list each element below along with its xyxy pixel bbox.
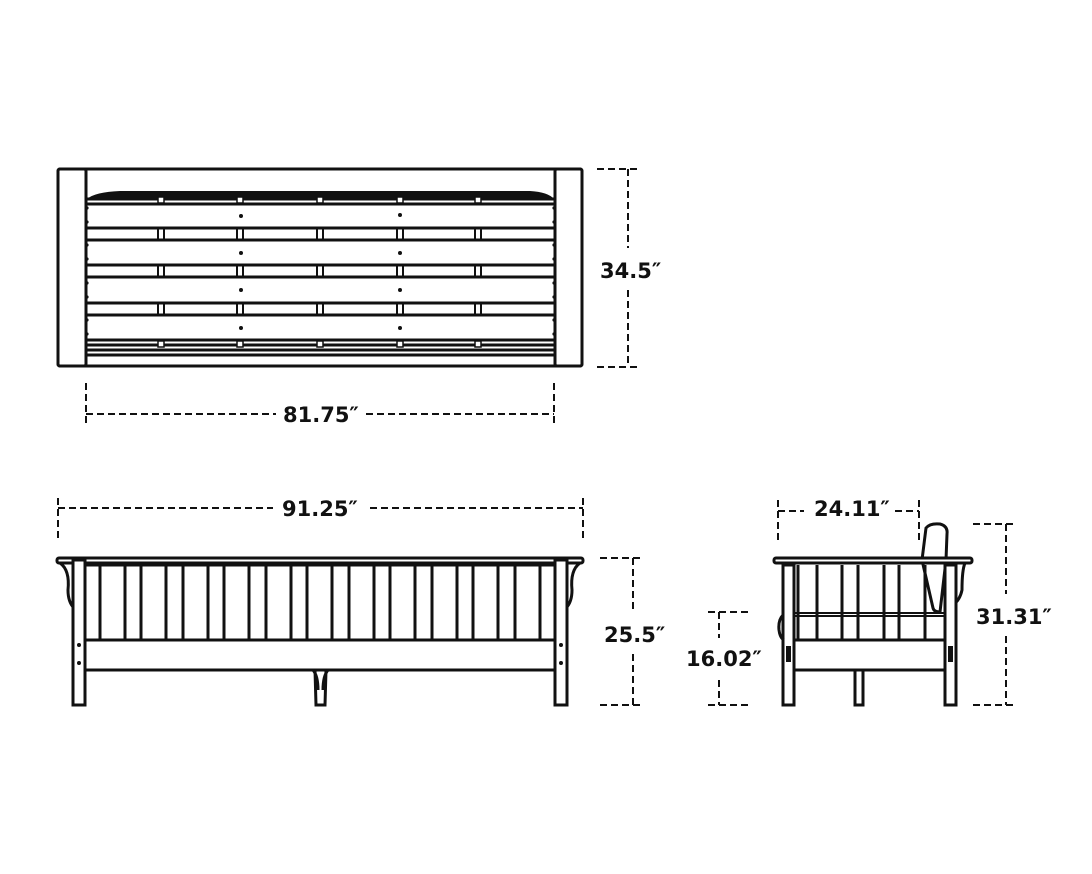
dimension-side-depth: 24.11″ [777,497,920,544]
label-front-width: 91.25″ [282,497,358,521]
dimension-front-width: 91.25″ [57,497,584,542]
front-view: 91.25″ [55,497,665,707]
slat-brackets [157,196,482,348]
label-top-width: 81.75″ [283,403,359,427]
dimension-top-width: 81.75″ [85,383,555,427]
screw-dots [85,206,556,336]
label-side-seat-height: 16.02″ [686,647,762,671]
dimension-side-seat-height: 16.02″ [686,611,762,706]
label-side-height: 31.31″ [976,605,1052,629]
label-front-height: 25.5″ [604,623,665,647]
label-side-depth: 24.11″ [814,497,890,521]
dimension-side-height: 31.31″ [973,523,1052,706]
label-top-depth: 34.5″ [600,259,661,283]
dimension-top-depth: 34.5″ [597,168,661,368]
left-arm-top [56,167,88,368]
top-view: 34.5″ 81.75″ [56,167,661,427]
right-arm-top [553,167,584,368]
side-view: 24.11″ [686,497,1052,707]
dimension-front-height: 25.5″ [600,557,665,706]
